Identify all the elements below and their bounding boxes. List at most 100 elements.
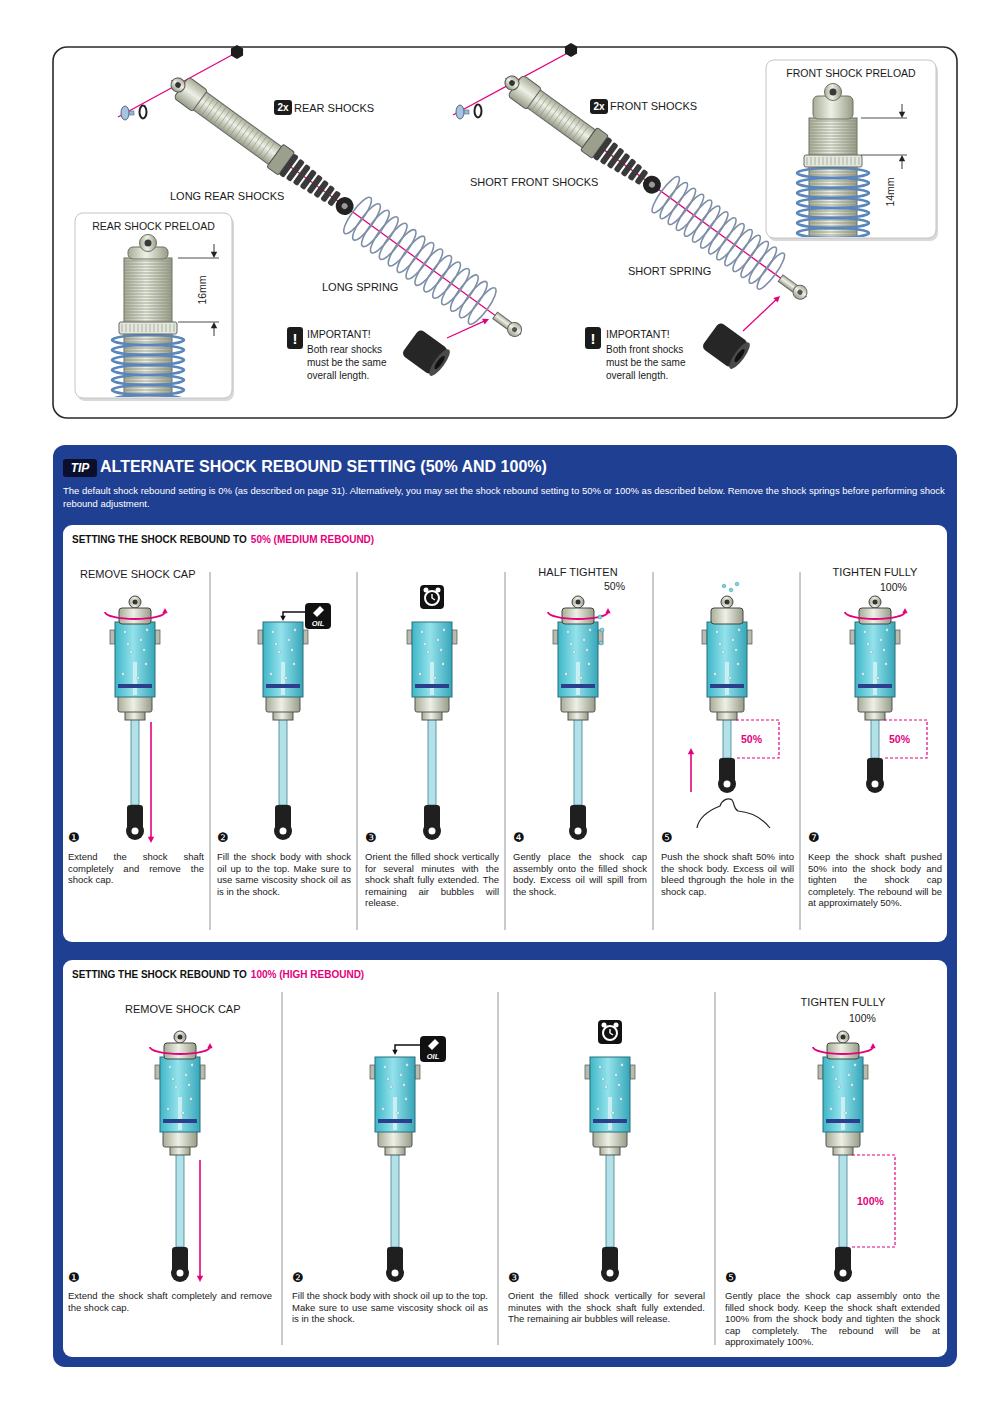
air-bubble [191,1064,194,1067]
piston [118,684,152,688]
thread [809,181,857,182]
step-text: Orient the filled shock vertically for s… [365,851,499,909]
rotation-arrow [150,1047,210,1054]
note-heading: IMPORTANT! [307,328,371,341]
thread [809,139,857,140]
spring-coil [689,203,724,245]
air-bubble [877,677,880,680]
spring-coil [797,178,869,188]
air-bubble [602,1078,605,1081]
extension-line [861,118,907,119]
spring-coil [729,232,764,274]
note-text: Both rear shocks must be the same overal… [307,343,393,382]
rotation-arrow [845,612,905,619]
arrowhead [482,319,489,325]
step-number: ❷ [292,1271,304,1285]
preload-shock [797,84,869,238]
knurl [170,324,171,332]
extension-line [861,155,907,156]
part-label: FRONT SHOCKS [610,100,697,113]
step-number: ❸ [365,831,377,845]
air-bubble [188,1084,191,1087]
air-bubble [854,1064,857,1067]
rod-end-eye [126,822,144,840]
air-bubble [830,1108,833,1111]
preload-inset: FRONT SHOCK PRELOAD [766,60,936,238]
oil-leader [283,612,305,616]
spring-coil [375,220,411,263]
thread [124,282,172,283]
rebound-shock [110,596,160,840]
panel-heading: SETTING THE SHOCK REBOUND TO [72,969,247,981]
air-bubble [722,651,725,654]
air-bubble [588,663,591,666]
warning-icon: ! [287,327,303,349]
cap-eye-hole [830,89,837,96]
lower-rod-eye [790,282,810,302]
oil-bottle [428,1039,439,1050]
step-text: Gently place the shock cap assembly onto… [725,1290,940,1348]
spring-collar [401,328,453,378]
cap-eye-hole [133,600,138,605]
air-bubble [883,649,886,652]
knurl [859,157,860,165]
lower-cap [561,695,595,712]
arrowhead [162,608,167,613]
shock-body [412,622,452,697]
oil-drop [600,628,604,632]
thread [242,127,255,145]
travel-bracket [736,720,779,758]
quantity-badge: 2x [274,100,292,115]
spring-coil [112,365,184,375]
air-bubble [615,1074,618,1077]
air-bubble [599,1066,602,1069]
knurl [150,324,151,332]
thread [809,232,857,233]
rod-end-hole [575,828,582,835]
inset-heading: FRONT SHOCK PRELOAD [766,67,936,80]
lower-cap [710,695,744,712]
knurl [831,157,832,165]
spring-coil [737,238,772,280]
knurl [134,324,135,332]
cap-eye [168,75,188,95]
thread [197,95,210,113]
air-bubble [580,677,583,680]
thread [809,127,857,128]
rebound-amount: 50% [889,733,910,745]
cap-eye [502,73,522,93]
body-ear [702,630,707,644]
arrowhead [197,1276,203,1282]
spring-coil [420,252,456,295]
air-bubble [143,649,146,652]
arrowhead [211,252,217,258]
rod-end-eye [171,1264,189,1282]
step-number: ❶ [68,1271,80,1285]
lower-rod-hole [511,326,518,333]
shock-shaft [606,1153,614,1247]
knurl [819,157,820,165]
cap-eye-hole [508,79,516,87]
knurl [158,324,159,332]
thread [124,306,172,307]
air-bubble [442,663,445,666]
oil-icon [305,603,331,629]
step-number: ❹ [513,831,525,845]
air-bubble [278,651,281,654]
air-bubble [586,649,589,652]
air-bubble [167,1108,170,1111]
air-bubble [835,1078,838,1081]
air-bubble [880,639,883,642]
knurl [839,157,840,165]
rod-end-hole [872,781,879,788]
oil-leader [395,1045,420,1050]
thread [572,122,585,140]
body-ear [863,1065,868,1079]
thread [809,130,857,131]
amount-label: 100% [880,581,907,593]
thread [548,105,561,123]
piston [710,684,744,688]
timer-face [603,1026,617,1040]
inner-shaft [608,1097,612,1130]
thread [809,184,857,185]
